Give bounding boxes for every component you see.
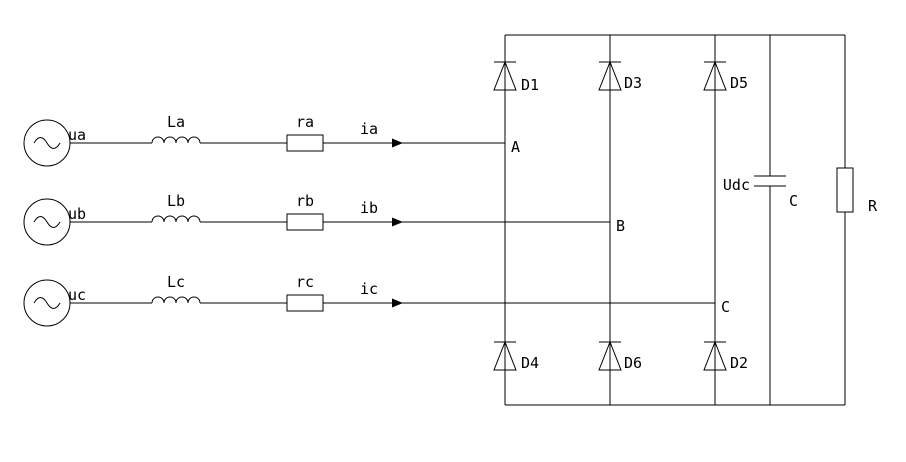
diode-D1: D1 (493, 60, 539, 94)
diode-D4: D4 (493, 340, 539, 372)
inductor-label: La (167, 113, 185, 131)
diode-triangle-icon (703, 60, 727, 91)
ac-source-ub: ub (23, 198, 86, 246)
diode-D5: D5 (703, 60, 748, 92)
diode-D2: D2 (703, 340, 748, 372)
capacitor-label: C (789, 192, 798, 210)
diode-D3: D3 (598, 60, 642, 92)
resistor-box-icon (286, 213, 324, 231)
inductor-La: La (151, 113, 201, 144)
current-arrow-icon (392, 298, 403, 308)
resistor-box-icon (286, 134, 324, 152)
diode-triangle-icon (493, 340, 517, 371)
current-label: ib (360, 199, 378, 217)
diode-label: D6 (624, 354, 642, 372)
load-resistor-box-icon (836, 167, 854, 213)
phase-c: uc Lc rc ic C (23, 273, 730, 327)
inductor-label: Lc (167, 273, 185, 291)
resistor-rc: rc (286, 273, 324, 312)
phase-a: ua La ra ia A (23, 113, 520, 167)
source-label: uc (68, 286, 86, 304)
current-label: ic (360, 280, 378, 298)
sine-wave-icon (33, 297, 61, 309)
diode-triangle-icon (703, 340, 727, 371)
diode-label: D2 (730, 354, 748, 372)
dc-voltage-label: Udc (723, 176, 750, 194)
sine-wave-icon (33, 216, 61, 228)
diode-triangle-icon (598, 340, 622, 371)
diode-label: D3 (624, 74, 642, 92)
resistor-box-icon (286, 294, 324, 312)
bridge-frame (504, 34, 845, 406)
diode-triangle-icon (493, 60, 517, 91)
inductor-label: Lb (167, 192, 185, 210)
phase-b: ub Lb rb ib B (23, 192, 625, 246)
resistor-ra: ra (286, 113, 324, 152)
inductor-Lc: Lc (151, 273, 201, 304)
load-branch: R (836, 35, 878, 405)
diode-label: D1 (521, 76, 539, 94)
current-label: ia (360, 120, 378, 138)
inductor-coil-icon (151, 136, 201, 144)
sine-wave-icon (33, 137, 61, 149)
diode-label: D5 (730, 74, 748, 92)
source-label: ub (68, 205, 86, 223)
node-label: A (511, 138, 520, 156)
capacitor-branch: Udc C (723, 35, 798, 405)
current-arrow-icon (392, 138, 403, 148)
resistor-label: rb (296, 192, 314, 210)
diode-D6: D6 (598, 340, 642, 372)
diode-triangle-icon (598, 60, 622, 91)
source-label: ua (68, 126, 86, 144)
inductor-Lb: Lb (151, 192, 201, 223)
current-arrow-icon (392, 217, 403, 227)
resistor-label: ra (296, 113, 314, 131)
resistor-rb: rb (286, 192, 324, 231)
inductor-coil-icon (151, 296, 201, 304)
diode-label: D4 (521, 354, 539, 372)
load-label: R (868, 197, 878, 215)
resistor-label: rc (296, 273, 314, 291)
node-label: C (721, 298, 730, 316)
inductor-coil-icon (151, 215, 201, 223)
node-label: B (616, 217, 625, 235)
